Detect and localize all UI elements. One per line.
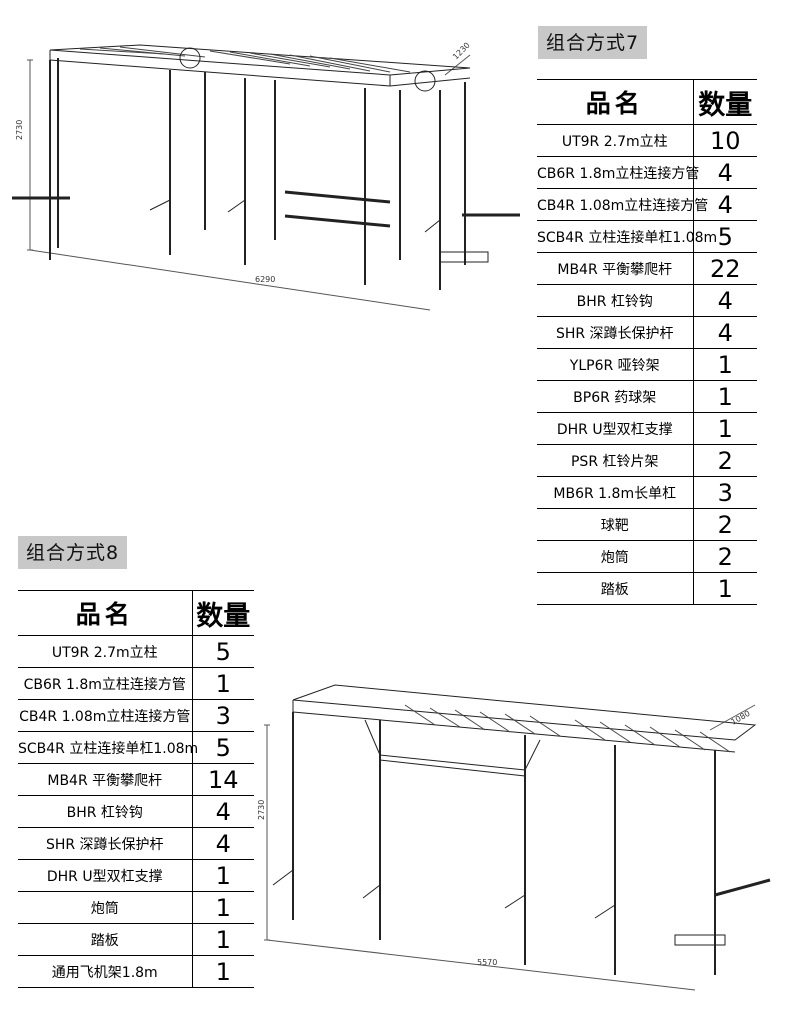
column-header-qty: 数量 [693, 79, 757, 125]
part-qty: 1 [192, 955, 254, 988]
part-qty: 4 [693, 188, 757, 221]
part-name: BP6R 药球架 [537, 380, 694, 413]
part-name: 炮筒 [18, 891, 193, 924]
column-header-name: 品名 [537, 79, 694, 125]
part-qty: 2 [693, 444, 757, 477]
part-qty: 2 [693, 540, 757, 573]
part-name: 球靶 [537, 508, 694, 541]
part-name: CB4R 1.08m立柱连接方管 [18, 699, 193, 732]
part-qty: 3 [693, 476, 757, 509]
part-name: YLP6R 哑铃架 [537, 348, 694, 381]
part-qty: 4 [693, 156, 757, 189]
part-name: SCB4R 立柱连接单杠1.08m [18, 731, 198, 764]
part-qty: 4 [693, 316, 757, 349]
part-name: BHR 杠铃钩 [537, 284, 694, 317]
part-name: SHR 深蹲长保护杆 [18, 827, 193, 860]
part-qty: 1 [693, 348, 757, 381]
part-name: DHR U型双杠支撑 [18, 859, 193, 892]
config7-table-header: 品名数量 [537, 79, 757, 125]
part-qty: 1 [192, 923, 254, 956]
part-name: CB6R 1.8m立柱连接方管 [18, 667, 193, 700]
part-qty: 1 [192, 859, 254, 892]
part-qty: 1 [693, 380, 757, 413]
part-qty: 5 [693, 220, 757, 253]
part-name: 踏板 [18, 923, 193, 956]
part-name: UT9R 2.7m立柱 [537, 124, 694, 157]
part-name: SCB4R 立柱连接单杠1.08m [537, 220, 717, 253]
part-name: BHR 杠铃钩 [18, 795, 193, 828]
config7-title: 组合方式7 [538, 26, 648, 59]
part-qty: 1 [693, 412, 757, 445]
config7-depth-dim: 1230 [451, 41, 472, 62]
config8-title: 组合方式8 [18, 536, 128, 569]
part-qty: 4 [693, 284, 757, 317]
part-name: CB6R 1.8m立柱连接方管 [537, 156, 699, 189]
part-qty: 1 [693, 572, 757, 605]
part-qty: 4 [192, 827, 254, 860]
part-qty: 1 [192, 667, 254, 700]
config8-table-header: 品名数量 [18, 590, 254, 636]
part-name: DHR U型双杠支撑 [537, 412, 694, 445]
part-qty: 1 [192, 891, 254, 924]
part-qty: 4 [192, 795, 254, 828]
part-qty: 2 [693, 508, 757, 541]
column-header-name: 品名 [18, 590, 193, 636]
part-name: UT9R 2.7m立柱 [18, 635, 193, 668]
part-name: 炮筒 [537, 540, 694, 573]
config8-height-dim: 2730 [257, 800, 266, 820]
part-qty: 5 [192, 731, 254, 764]
part-name: PSR 杠铃片架 [537, 444, 694, 477]
part-name: MB4R 平衡攀爬杆 [537, 252, 694, 285]
part-qty: 3 [192, 699, 254, 732]
config7-height-dim: 2730 [15, 120, 24, 140]
config8-length-dim: 5570 [477, 958, 497, 967]
part-name: 通用飞机架1.8m [18, 955, 193, 988]
part-qty: 5 [192, 635, 254, 668]
config7-rig-diagram: 2730 1230 6290 [0, 20, 520, 311]
part-name: CB4R 1.08m立柱连接方管 [537, 188, 708, 221]
part-name: SHR 深蹲长保护杆 [537, 316, 694, 349]
part-qty: 22 [693, 252, 757, 285]
part-name: MB6R 1.8m长单杠 [537, 476, 694, 509]
part-name: 踏板 [537, 572, 694, 605]
column-header-qty: 数量 [192, 590, 254, 636]
config8-rig-diagram: 2730 1080 5570 [255, 670, 775, 1000]
part-name: MB4R 平衡攀爬杆 [18, 763, 193, 796]
part-qty: 10 [693, 124, 757, 157]
config7-length-dim: 6290 [255, 275, 275, 284]
part-qty: 14 [192, 763, 254, 796]
